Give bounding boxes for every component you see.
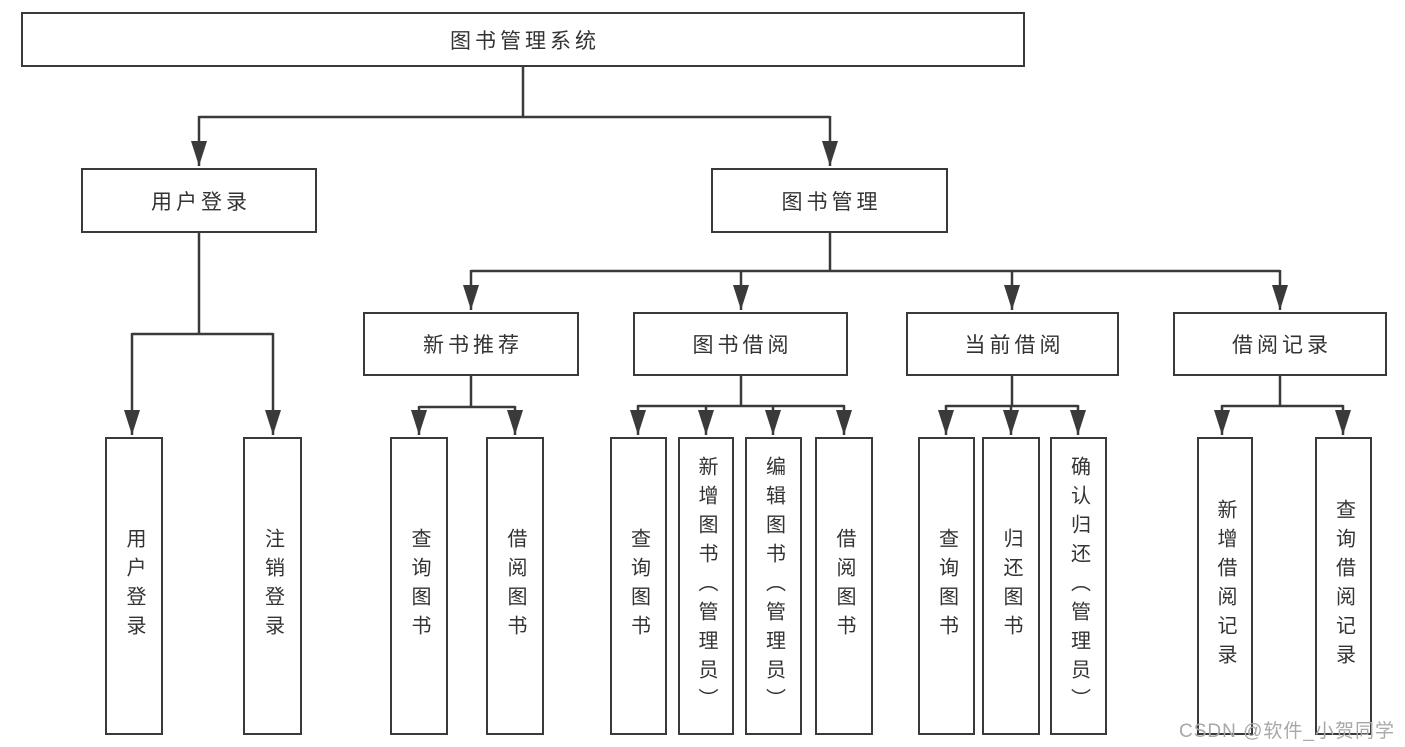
leaf-query-books-recommend: 查询图书 — [390, 437, 448, 735]
connector-borrow-records-children — [1214, 376, 1351, 435]
leaf-label: 注销登录 — [261, 528, 284, 644]
leaf-label: 归还图书 — [1000, 528, 1022, 644]
node-book-management-branch: 图书管理 — [711, 168, 948, 233]
leaf-label: 编辑图书（管理员） — [762, 455, 785, 717]
leaf-label: 新增图书（管理员） — [695, 455, 717, 717]
leaf-query-books-borrowing: 查询图书 — [610, 437, 667, 735]
leaf-return-book: 归还图书 — [982, 437, 1040, 735]
leaf-label: 借阅图书 — [833, 528, 855, 644]
node-label: 借阅记录 — [1232, 334, 1332, 357]
connector-book-borrow-children — [630, 376, 852, 435]
node-borrowing-records: 借阅记录 — [1173, 312, 1387, 376]
leaf-query-borrow-record: 查询借阅记录 — [1315, 437, 1372, 735]
node-label: 图书管理系统 — [450, 29, 600, 53]
connector-root-to-level2 — [191, 67, 838, 166]
leaf-user-login: 用户登录 — [105, 437, 163, 735]
leaf-add-book-admin: 新增图书（管理员） — [678, 437, 734, 735]
node-current-borrowing: 当前借阅 — [906, 312, 1119, 376]
leaf-add-borrow-record: 新增借阅记录 — [1197, 437, 1253, 735]
leaf-edit-book-admin: 编辑图书（管理员） — [745, 437, 802, 735]
leaf-logout: 注销登录 — [243, 437, 302, 735]
node-library-management-system: 图书管理系统 — [21, 12, 1025, 67]
leaf-label: 查询借阅记录 — [1332, 499, 1355, 673]
leaf-label: 用户登录 — [123, 528, 145, 644]
node-label: 用户登录 — [151, 190, 251, 214]
node-book-borrowing: 图书借阅 — [633, 312, 848, 376]
connector-user-login-children — [124, 233, 281, 435]
node-label: 当前借阅 — [964, 334, 1065, 357]
leaf-label: 查询图书 — [627, 528, 650, 644]
node-new-book-recommend: 新书推荐 — [363, 312, 579, 376]
node-user-login-branch: 用户登录 — [81, 168, 317, 233]
leaf-label: 新增借阅记录 — [1214, 499, 1236, 673]
connector-new-book-children — [411, 376, 523, 435]
leaf-query-books-current: 查询图书 — [918, 437, 975, 735]
leaf-label: 查询图书 — [935, 528, 958, 644]
connector-book-mgmt-to-level3 — [463, 233, 1288, 310]
leaf-confirm-return-admin: 确认归还（管理员） — [1050, 437, 1107, 735]
node-label: 图书管理 — [781, 190, 882, 214]
leaf-borrow-books-recommend: 借阅图书 — [486, 437, 544, 735]
node-label: 新书推荐 — [423, 334, 523, 357]
connector-current-borrow-children — [938, 376, 1086, 435]
csdn-watermark: CSDN @软件_小贺同学 — [1179, 721, 1395, 742]
node-label: 图书借阅 — [692, 334, 793, 357]
leaf-borrow-books: 借阅图书 — [815, 437, 873, 735]
leaf-label: 查询图书 — [408, 528, 430, 644]
leaf-label: 确认归还（管理员） — [1067, 455, 1090, 717]
leaf-label: 借阅图书 — [504, 528, 526, 644]
